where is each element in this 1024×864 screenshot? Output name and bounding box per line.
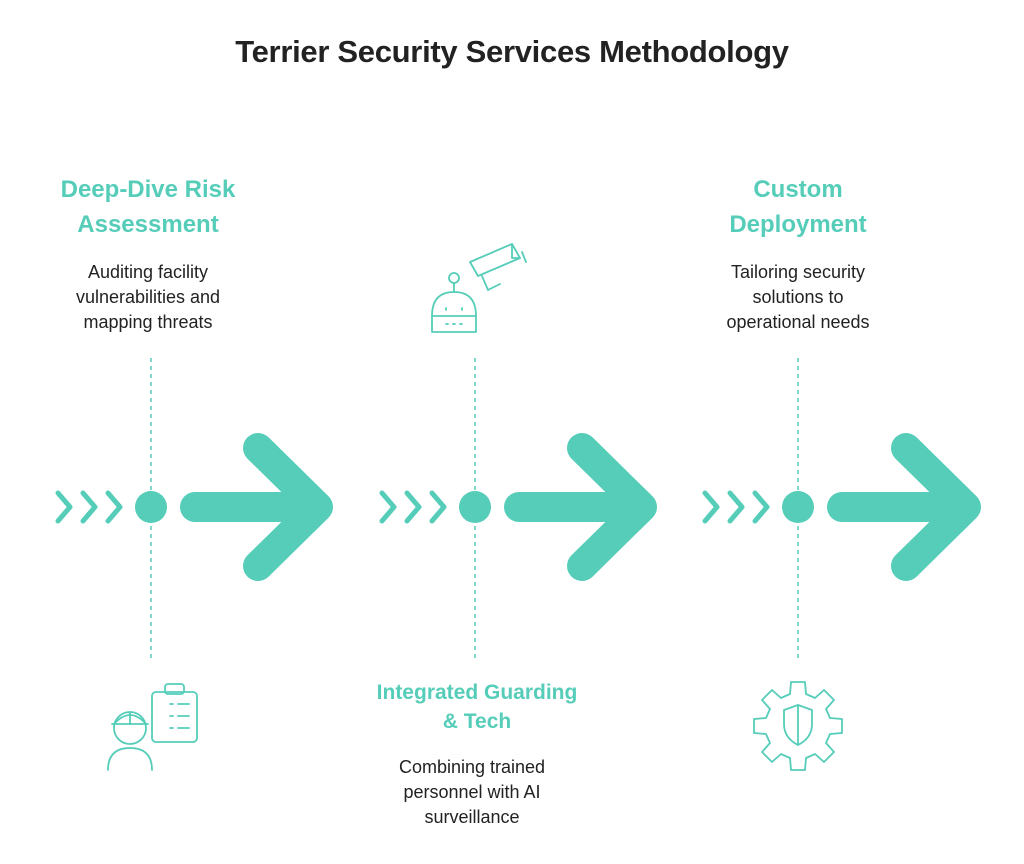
person-clipboard-icon (107, 683, 198, 771)
robot-camera-icon (431, 243, 527, 333)
step-2-title: Integrated Guarding & Tech (376, 681, 578, 733)
gear-shield-icon (753, 681, 843, 771)
step-2-chevrons (379, 490, 447, 524)
step-2-arrow (504, 433, 657, 581)
step-3-dot (782, 491, 814, 523)
step-1-title: Deep-Dive Risk Assessment (60, 176, 236, 238)
step-1-dot (135, 491, 167, 523)
step-3-description: Tailoring security solutions to operatio… (726, 262, 870, 332)
step-1-description: Auditing facility vulnerabilities and ma… (75, 262, 221, 332)
step-3-chevrons (702, 490, 770, 524)
step-1-arrow (180, 433, 333, 581)
step-3-arrow (827, 433, 981, 581)
step-2-dot (459, 491, 491, 523)
step-1-chevrons (55, 490, 123, 524)
step-2-description: Combining trained personnel with AI surv… (398, 757, 546, 827)
diagram-title: Terrier Security Services Methodology (235, 34, 789, 69)
step-3-title: Custom Deployment (729, 176, 867, 238)
